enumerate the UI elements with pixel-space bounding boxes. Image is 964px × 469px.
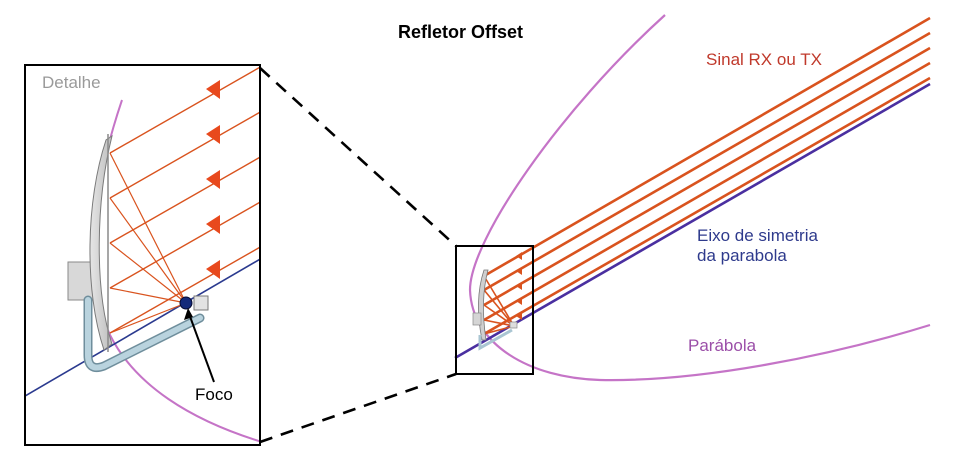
feed-horn xyxy=(193,295,209,311)
signal-rays xyxy=(483,16,931,336)
signal-ray xyxy=(483,61,931,322)
detail-signal-ray xyxy=(109,201,260,289)
connector-line-top xyxy=(259,67,457,247)
dish-reflector xyxy=(89,134,113,351)
detail-signal-rays xyxy=(109,66,260,334)
detail-reflected-rays xyxy=(109,152,187,334)
arrowhead-icon xyxy=(206,125,220,144)
detail-signal-ray xyxy=(109,156,260,244)
detail-signal-ray xyxy=(109,111,260,199)
small-feed-arm xyxy=(478,328,513,351)
signal-ray xyxy=(483,16,931,278)
parabola-curve xyxy=(468,14,931,382)
connector-line-bottom xyxy=(259,372,457,444)
focus-pointer-line xyxy=(187,310,215,383)
feed-arm-highlight xyxy=(85,297,203,371)
arrowhead-icon xyxy=(516,312,522,320)
detail-selection-box xyxy=(455,245,534,375)
reflected-ray xyxy=(483,304,515,327)
symmetry-axis-line xyxy=(454,82,931,360)
arrowhead-icon xyxy=(516,297,522,305)
small-dish xyxy=(472,269,518,351)
small-arrowheads xyxy=(516,252,522,320)
main-view xyxy=(454,14,931,382)
detail-reflected-ray xyxy=(109,242,187,304)
detail-reflected-ray xyxy=(109,302,187,334)
arrowhead-icon xyxy=(206,215,220,234)
detail-frame xyxy=(24,64,261,446)
arrowhead-icon xyxy=(516,282,522,290)
detail-view xyxy=(24,64,261,446)
detail-parabola-curve xyxy=(92,99,260,443)
detail-reflected-ray xyxy=(109,197,187,304)
small-feed-horn xyxy=(509,321,518,329)
reflected-ray xyxy=(483,289,515,327)
arrowhead-icon xyxy=(516,252,522,260)
signal-label: Sinal RX ou TX xyxy=(706,50,822,69)
axis-label-line-2: da parabola xyxy=(697,245,787,265)
arrowhead-icon xyxy=(206,170,220,189)
small-dish-mount xyxy=(472,312,482,326)
detail-reflected-ray xyxy=(109,287,187,304)
axis-label-line-1: Eixo de simetria xyxy=(697,226,818,245)
arrowhead-icon xyxy=(206,80,220,99)
reflected-ray xyxy=(483,275,515,327)
arrowhead-icon xyxy=(206,260,220,279)
detail-label: Detalhe xyxy=(42,73,101,92)
signal-ray xyxy=(483,31,931,292)
detail-axis-line xyxy=(25,258,260,397)
detail-signal-ray xyxy=(109,66,260,154)
reflected-rays xyxy=(483,275,515,335)
detail-reflected-ray xyxy=(109,152,187,304)
signal-ray xyxy=(483,46,931,307)
focus-pointer-arrowhead xyxy=(184,308,193,320)
reflected-ray xyxy=(483,319,515,327)
diagram-title: Refletor Offset xyxy=(398,22,524,42)
reflected-ray xyxy=(483,325,515,335)
signal-ray xyxy=(483,76,931,336)
parabola-label: Parábola xyxy=(688,336,757,355)
focus-label: Foco xyxy=(195,385,233,404)
detail-arrowheads xyxy=(206,80,220,279)
axis-label: Eixo de simetria da parabola xyxy=(697,226,818,265)
arrowhead-icon xyxy=(516,267,522,275)
focus-point xyxy=(179,296,193,310)
detail-signal-ray xyxy=(109,246,260,334)
